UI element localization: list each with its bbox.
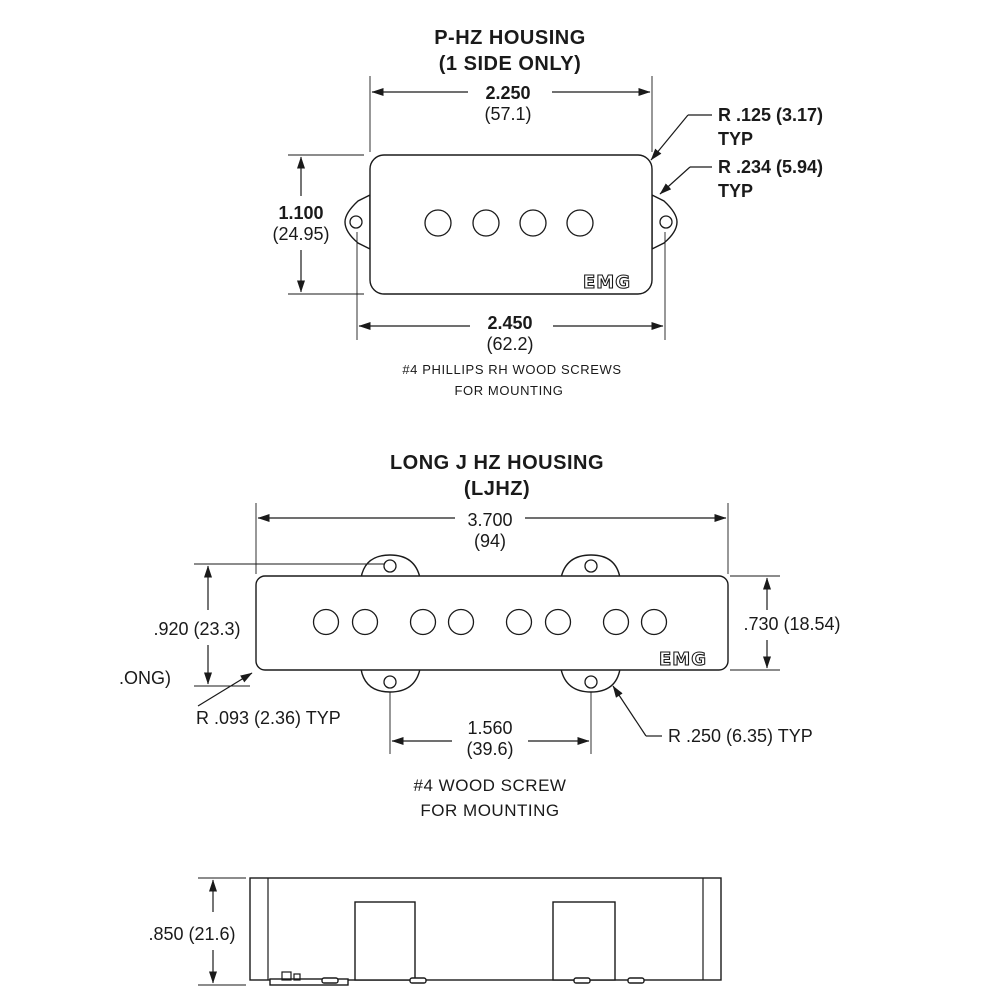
phz-width-in: 2.250 — [485, 83, 530, 103]
ljhz-screw-spacing-dimension: 1.560 (39.6) — [389, 692, 592, 759]
ljhz-pole-piece — [351, 608, 379, 636]
side-mounting-post-right — [552, 901, 616, 981]
ljhz-screw-hole — [584, 559, 598, 573]
phz-height-dimension: 1.100 (24.95) — [272, 154, 364, 295]
ljhz-pole-piece — [640, 608, 668, 636]
ljhz-pole-piece — [505, 608, 533, 636]
phz-ear-radius-callout: R .234 (5.94) TYP — [659, 157, 823, 201]
phz-left-screw-hole — [349, 215, 363, 229]
phz-overall-mm: (62.2) — [486, 334, 533, 354]
phz-emg-logo: EMG — [583, 272, 631, 293]
phz-corner-radius-label: R .125 (3.17) — [718, 105, 823, 125]
ljhz-housing-body — [255, 575, 729, 671]
ljhz-pole-piece — [602, 608, 630, 636]
phz-pole-piece — [472, 209, 500, 237]
phz-ear-radius-label: R .234 (5.94) — [718, 157, 823, 177]
ljhz-corner-radius-callout: R .093 (2.36) TYP — [196, 672, 341, 728]
side-mounting-post-left — [354, 901, 416, 981]
ljhz-screw-hole — [383, 559, 397, 573]
ljhz-pole-piece — [544, 608, 572, 636]
ljhz-subtitle: (LJHZ) — [464, 478, 530, 500]
ljhz-mounting-note: #4 WOOD SCREW — [414, 776, 567, 795]
phz-overall-dimension: 2.450 (62.2) — [356, 232, 666, 354]
phz-section: P-HZ HOUSING (1 SIDE ONLY) 2.250 (57.1) … — [272, 27, 823, 398]
phz-pole-piece — [519, 209, 547, 237]
phz-title: P-HZ HOUSING — [434, 27, 586, 49]
phz-right-screw-hole — [659, 215, 673, 229]
phz-mounting-note-2: FOR MOUNTING — [454, 383, 563, 398]
ljhz-ear-radius-label: R .250 (6.35) TYP — [668, 726, 813, 746]
side-foot — [573, 977, 591, 984]
side-terminal — [281, 971, 292, 981]
phz-subtitle: (1 SIDE ONLY) — [439, 53, 581, 75]
ljhz-ear-radius-callout: R .250 (6.35) TYP — [612, 685, 813, 746]
phz-ear-typ: TYP — [718, 181, 753, 201]
side-housing-outline — [249, 877, 722, 981]
ljhz-pole-piece — [447, 608, 475, 636]
phz-height-mm: (24.95) — [272, 224, 329, 244]
ljhz-pole-piece — [409, 608, 437, 636]
ljhz-pole-piece — [312, 608, 340, 636]
ljhz-cut-label: .ONG) — [119, 668, 171, 688]
ljhz-screw-hole — [383, 675, 397, 689]
phz-mounting-note: #4 PHILLIPS RH WOOD SCREWS — [402, 362, 621, 377]
side-view-section: .850 (21.6) — [148, 877, 722, 986]
ljhz-width-in: 3.700 — [467, 510, 512, 530]
ljhz-width-dimension: 3.700 (94) — [255, 503, 729, 574]
side-depth-dimension: .850 (21.6) — [148, 877, 246, 986]
phz-pole-piece — [424, 209, 452, 237]
phz-housing-body — [369, 154, 653, 295]
phz-overall-in: 2.450 — [487, 313, 532, 333]
side-foot — [627, 977, 645, 984]
ljhz-spacing-mm: (39.6) — [466, 739, 513, 759]
ljhz-body-height-label: .730 (18.54) — [743, 614, 840, 634]
ljhz-width-mm: (94) — [474, 531, 506, 551]
side-terminal-block — [269, 978, 349, 986]
ljhz-section: LONG J HZ HOUSING (LJHZ) 3.700 (94) EMG — [119, 452, 841, 820]
phz-height-in: 1.100 — [278, 203, 323, 223]
phz-pole-piece — [566, 209, 594, 237]
phz-corner-typ: TYP — [718, 129, 753, 149]
ljhz-title: LONG J HZ HOUSING — [390, 452, 604, 474]
ljhz-spacing-in: 1.560 — [467, 718, 512, 738]
phz-width-dimension: 2.250 (57.1) — [369, 76, 653, 152]
ljhz-outer-height-label: .920 (23.3) — [153, 619, 240, 639]
ljhz-body-height-dimension: .730 (18.54) — [730, 575, 841, 671]
phz-corner-radius-callout: R .125 (3.17) TYP — [650, 105, 823, 161]
ljhz-mounting-note-2: FOR MOUNTING — [420, 801, 559, 820]
ljhz-outer-height-dimension: .920 (23.3) — [153, 563, 384, 687]
side-foot — [409, 977, 427, 984]
side-terminal — [293, 973, 301, 981]
phz-width-mm: (57.1) — [484, 104, 531, 124]
ljhz-emg-logo: EMG — [659, 649, 707, 670]
ljhz-corner-radius-label: R .093 (2.36) TYP — [196, 708, 341, 728]
side-foot — [321, 977, 339, 984]
ljhz-screw-hole — [584, 675, 598, 689]
side-depth-label: .850 (21.6) — [148, 924, 235, 944]
